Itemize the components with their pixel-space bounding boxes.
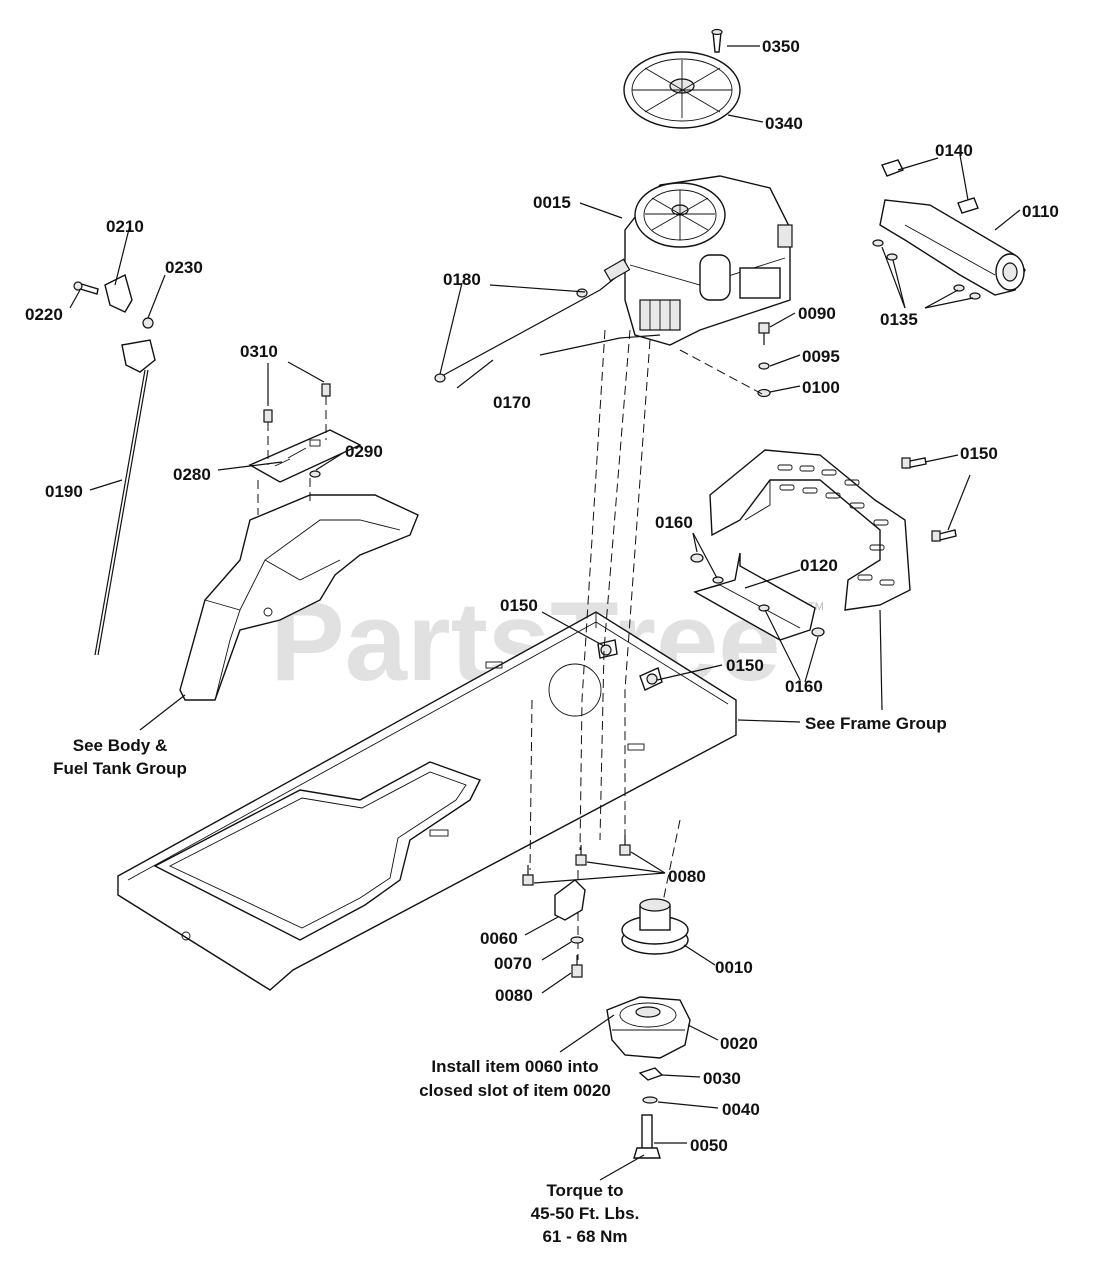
gasket-0140-right (957, 197, 979, 214)
nut-0290 (309, 470, 321, 478)
screw-0310-right (321, 383, 331, 440)
washer-0160-right (758, 604, 770, 612)
plate-0280 (248, 429, 362, 483)
bolt-0080-lower (571, 955, 583, 978)
ground-wire (539, 334, 661, 356)
label-0350: 0350 (762, 37, 800, 56)
label-0150-lower: 0150 (726, 656, 764, 675)
bolt-0150-right (931, 529, 957, 542)
nut-0160-right (811, 627, 825, 637)
label-0080-upper: 0080 (668, 867, 706, 886)
plate-hidden-lines (257, 478, 311, 515)
bolt-0220 (73, 281, 99, 295)
muffler-0110 (879, 199, 1026, 296)
note-body-group-line1: See Body & (73, 736, 167, 755)
clip-0060 (554, 879, 586, 921)
label-0150-upper: 0150 (960, 444, 998, 463)
heat-shield-slots (777, 464, 895, 586)
leader-lines (69, 45, 1021, 1181)
label-0060: 0060 (480, 929, 518, 948)
label-0090: 0090 (798, 304, 836, 323)
heat-shield (709, 449, 911, 611)
note-body-group-line2: Fuel Tank Group (53, 759, 187, 778)
bolt-0080-left (522, 865, 534, 886)
note-frame-group: See Frame Group (805, 714, 947, 733)
note-install-line1: Install item 0060 into (431, 1057, 598, 1076)
fitting-0180-right (576, 288, 588, 298)
label-0135: 0135 (880, 310, 918, 329)
label-0010: 0010 (715, 958, 753, 977)
bolt-0080-mid (575, 845, 587, 866)
bolt-0050 (633, 1114, 661, 1159)
label-0280: 0280 (173, 465, 211, 484)
nut-0160-left (690, 553, 704, 563)
label-0110: 0110 (1022, 202, 1059, 221)
bolt-0080-right (619, 835, 631, 856)
label-0070: 0070 (494, 954, 532, 973)
part-labels: 0350 0340 0015 0180 0170 0090 0095 0100 … (25, 37, 1059, 1155)
fan-guard-0340 (623, 51, 741, 129)
screw-0310-left (263, 409, 273, 465)
label-0170: 0170 (493, 393, 531, 412)
label-0160-right: 0160 (785, 677, 823, 696)
label-0150-center: 0150 (500, 596, 538, 615)
frame-chassis (117, 611, 737, 991)
bolt-0090 (758, 322, 770, 345)
lever-0210 (104, 273, 133, 313)
note-install-line2: closed slot of item 0020 (419, 1081, 611, 1100)
label-0140: 0140 (935, 141, 973, 160)
label-0290: 0290 (345, 442, 383, 461)
washer-0095 (758, 362, 770, 370)
washer-0100 (757, 388, 771, 398)
bracket-0120 (693, 552, 816, 641)
label-0030: 0030 (703, 1069, 741, 1088)
label-0120: 0120 (800, 556, 838, 575)
washer-0070 (570, 936, 584, 944)
rod-end-fitting (603, 258, 631, 282)
label-0020: 0020 (720, 1034, 758, 1053)
label-0100: 0100 (802, 378, 840, 397)
bolt-0150-center (597, 639, 618, 659)
label-0180: 0180 (443, 270, 481, 289)
hex-adapter-0030 (638, 1067, 664, 1081)
label-0340: 0340 (765, 114, 803, 133)
note-torque-line2: 45-50 Ft. Lbs. (531, 1204, 640, 1223)
note-torque-line1: Torque to (546, 1181, 623, 1200)
label-0040: 0040 (722, 1100, 760, 1119)
nut-0230 (142, 317, 154, 329)
label-0230: 0230 (165, 258, 203, 277)
nuts-0135 (872, 239, 981, 300)
pulley-0010 (621, 898, 689, 955)
note-torque-line3: 61 - 68 Nm (542, 1227, 627, 1246)
engine-0015 (624, 175, 793, 346)
body-pan (179, 494, 419, 701)
label-0160-left: 0160 (655, 513, 693, 532)
screw-0350 (711, 28, 723, 53)
bolt-0150-upper (901, 457, 927, 469)
label-0210: 0210 (106, 217, 144, 236)
label-0220: 0220 (25, 305, 63, 324)
fitting-0180-left (434, 373, 446, 383)
clutch-0020 (606, 996, 691, 1059)
label-0050: 0050 (690, 1136, 728, 1155)
label-0015: 0015 (533, 193, 571, 212)
gasket-0140-left (881, 159, 904, 177)
washer-0160-left (712, 576, 724, 584)
bolt-0150-lower (639, 667, 663, 691)
label-0080-lower: 0080 (495, 986, 533, 1005)
notes: See Body & Fuel Tank Group See Frame Gro… (53, 714, 947, 1246)
label-0095: 0095 (802, 347, 840, 366)
label-0190: 0190 (45, 482, 83, 501)
washer-0040 (642, 1096, 658, 1104)
label-0310: 0310 (240, 342, 278, 361)
engine-mount-dashline (679, 349, 765, 396)
throttle-cable-0190 (94, 339, 156, 656)
